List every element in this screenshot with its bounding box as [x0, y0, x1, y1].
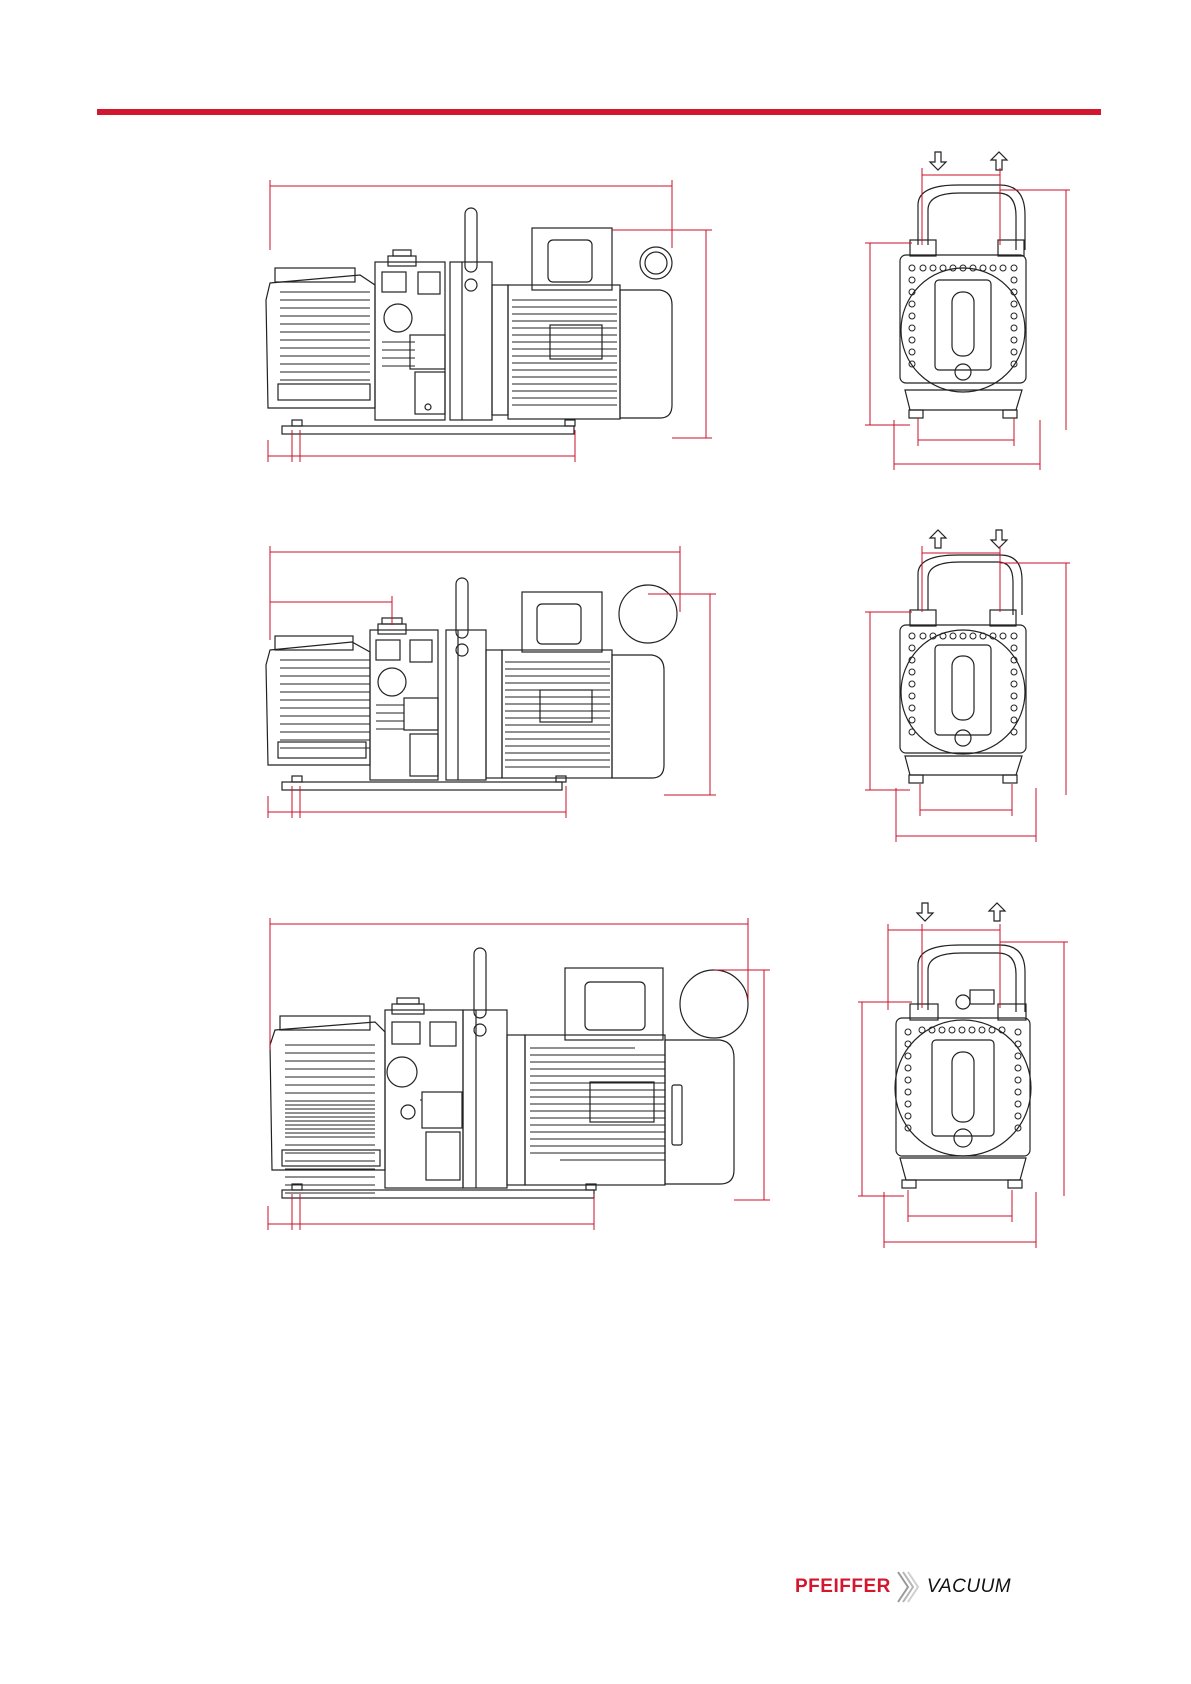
down-arrow-icon [991, 530, 1007, 548]
pump-front-view-2 [865, 530, 1070, 842]
up-arrow-icon [991, 152, 1007, 170]
pump-side-view-3 [268, 918, 770, 1230]
up-arrow-icon [989, 903, 1005, 921]
pfeiffer-vacuum-logo: PFEIFFER VACUUM [795, 1570, 1055, 1604]
down-arrow-icon [917, 903, 933, 921]
pump-side-view-1 [266, 180, 712, 462]
down-arrow-icon [930, 152, 946, 170]
logo-swoosh-icon [894, 1570, 924, 1604]
pump-front-view-3 [858, 903, 1068, 1248]
logo-text-vacuum: VACUUM [927, 1576, 1011, 1598]
logo-text-pfeiffer: PFEIFFER [795, 1576, 891, 1598]
up-arrow-icon [930, 530, 946, 548]
pump-side-view-2 [266, 546, 716, 818]
pump-front-view-1 [865, 152, 1070, 470]
